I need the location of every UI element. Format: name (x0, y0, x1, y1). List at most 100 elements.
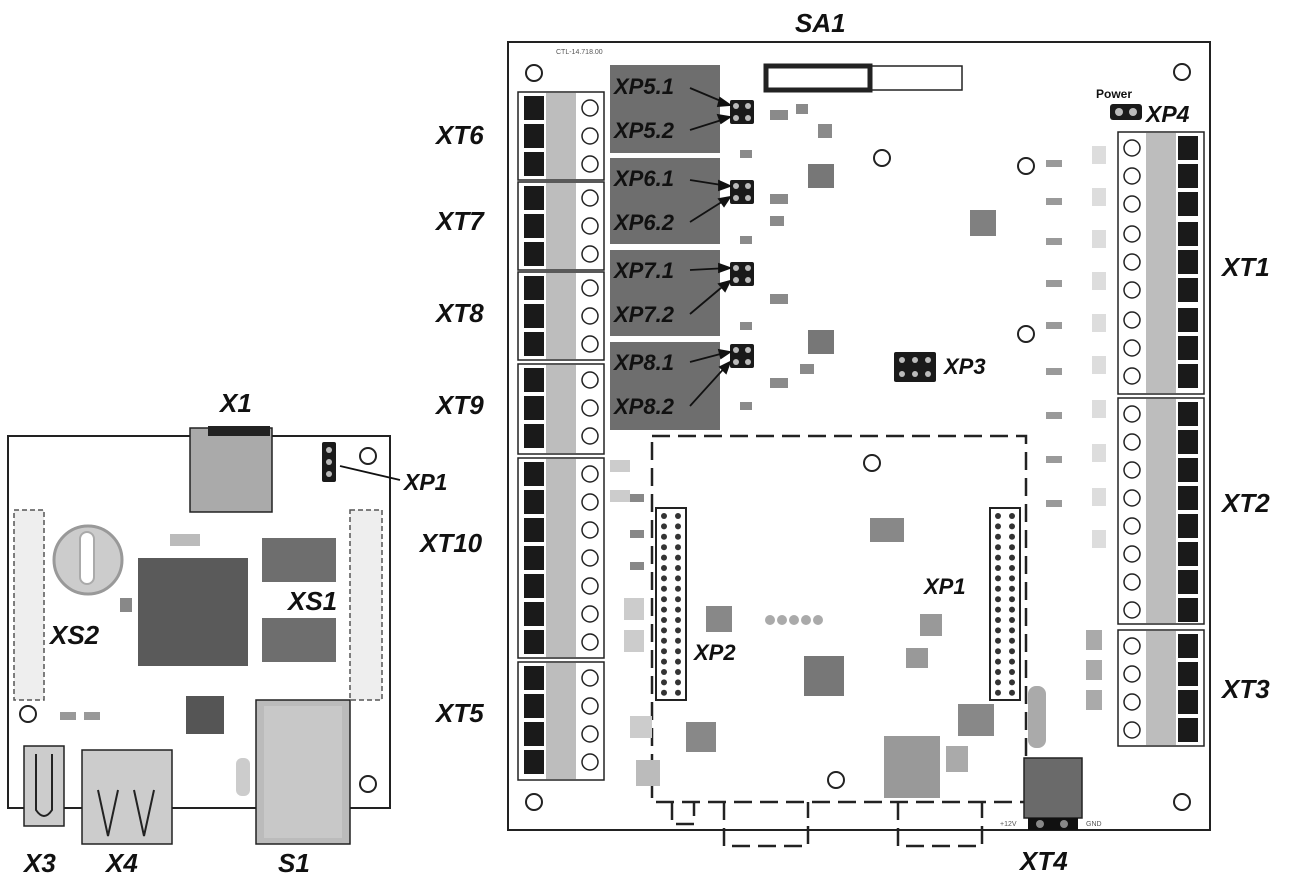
xp1-small-label: XP1 (402, 469, 447, 495)
xp3-jumper (894, 352, 936, 382)
x4-label: X4 (104, 848, 138, 878)
header-pin (675, 669, 681, 675)
x3-connector (23, 745, 65, 827)
header-pin (661, 554, 667, 561)
header-pin (661, 544, 667, 551)
header-pin (1009, 565, 1015, 571)
header-pin (675, 544, 681, 551)
xp8-2-label: XP8.2 (612, 394, 675, 419)
gnd-label: GND (1086, 821, 1102, 828)
x1-card-slot (189, 427, 273, 513)
header-pin (661, 669, 667, 675)
header-pin (1009, 679, 1015, 686)
header-pin (675, 554, 681, 561)
x4-connector (81, 749, 173, 845)
header-pin (995, 513, 1001, 519)
xt4-label: XT4 (1018, 846, 1068, 876)
header-pin (661, 637, 667, 644)
xt9-label: XT9 (434, 390, 484, 420)
header-pin (661, 689, 667, 696)
xs2-label: XS2 (48, 620, 100, 650)
header-pin (661, 585, 667, 592)
header-pin (661, 596, 667, 603)
xp5-1-label: XP5.1 (612, 74, 674, 99)
header-pin (1009, 606, 1015, 613)
header-pin (1009, 533, 1015, 540)
header-pin (995, 689, 1001, 696)
header-pin (675, 513, 681, 519)
header-pin (675, 617, 681, 623)
header-pin (661, 648, 667, 655)
xp1-main-label: XP1 (922, 574, 966, 599)
xs1-label: XS1 (286, 586, 337, 616)
plus-12v-label: +12V (1000, 821, 1017, 828)
header-pin (661, 513, 667, 519)
xp1-header (989, 507, 1021, 701)
header-pin (995, 679, 1001, 686)
xp2-header (655, 507, 687, 701)
header-pin (1009, 575, 1015, 582)
power-label: Power (1096, 87, 1132, 101)
header-pin (1009, 689, 1015, 696)
header-pin (995, 575, 1001, 582)
header-pin (1009, 585, 1015, 592)
xp4-label: XP4 (1144, 101, 1190, 127)
right-terminals (1117, 131, 1205, 747)
header-pin (661, 658, 667, 665)
header-pin (661, 533, 667, 540)
header-pin (1009, 627, 1015, 634)
header-pin (675, 575, 681, 582)
xs-headers (13, 509, 383, 701)
header-pin (995, 544, 1001, 551)
header-pin (1009, 513, 1015, 519)
relay-driver-components (740, 104, 834, 410)
header-pin (675, 658, 681, 665)
xp7-1-label: XP7.1 (612, 258, 674, 283)
header-pin (661, 606, 667, 613)
xt6-label: XT6 (434, 120, 484, 150)
xp1-small-jumper (322, 442, 401, 482)
xp6-2-label: XP6.2 (612, 210, 675, 235)
header-pin (661, 627, 667, 634)
header-pin (995, 606, 1001, 613)
header-pin (1009, 669, 1015, 675)
s1-connector (255, 699, 351, 845)
header-pin (675, 523, 681, 530)
header-pin (1009, 523, 1015, 530)
xt2-label: XT2 (1220, 488, 1270, 518)
header-pin (661, 679, 667, 686)
header-pin (995, 658, 1001, 665)
header-pin (675, 637, 681, 644)
header-pin (1009, 637, 1015, 644)
header-pin (995, 637, 1001, 644)
main-board: CTL-14.718.00 SA1 (418, 8, 1270, 876)
xp7-2-label: XP7.2 (612, 302, 675, 327)
xt3-label: XT3 (1220, 674, 1270, 704)
header-pin (995, 627, 1001, 634)
header-pin (1009, 658, 1015, 665)
cpu-board-chips (52, 524, 336, 796)
header-pin (661, 523, 667, 530)
header-pin (995, 565, 1001, 571)
header-pin (675, 585, 681, 592)
header-pin (1009, 617, 1015, 623)
header-pin (1009, 596, 1015, 603)
x3-label: X3 (22, 848, 56, 878)
xt1-label: XT1 (1220, 252, 1270, 282)
sa1-label: SA1 (795, 8, 846, 38)
header-pin (995, 596, 1001, 603)
xt7-label: XT7 (434, 206, 485, 236)
header-pin (675, 627, 681, 634)
header-pin (995, 669, 1001, 675)
relay-blocks (610, 65, 720, 430)
header-pin (995, 585, 1001, 592)
sa1-switch (763, 63, 963, 93)
header-pin (675, 679, 681, 686)
xt4-terminal (1023, 757, 1083, 830)
s1-label: S1 (278, 848, 310, 878)
xt10-label: XT10 (418, 528, 483, 558)
header-pin (1009, 544, 1015, 551)
header-pin (675, 596, 681, 603)
module-components (610, 460, 1046, 798)
